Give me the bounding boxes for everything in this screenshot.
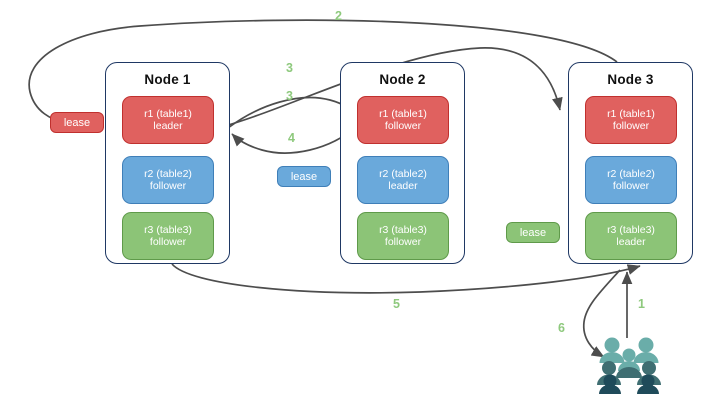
replica-role: follower xyxy=(384,120,422,132)
node-2-replica-r2[interactable]: r2 (table2) leader xyxy=(357,156,449,204)
lease-badge-green[interactable]: lease xyxy=(506,222,560,243)
node-2-container[interactable]: Node 2 r1 (table1) follower r2 (table2) … xyxy=(340,62,465,264)
replica-role: follower xyxy=(612,120,650,132)
replica-role: follower xyxy=(149,236,187,248)
step-label-6: 6 xyxy=(558,321,565,335)
node-3-container[interactable]: Node 3 r1 (table1) follower r2 (table2) … xyxy=(568,62,693,264)
node-1-container[interactable]: Node 1 r1 (table1) leader r2 (table2) fo… xyxy=(105,62,230,264)
replica-name: r2 (table2) xyxy=(144,167,192,180)
replica-name: r2 (table2) xyxy=(607,167,655,180)
step-label-4: 4 xyxy=(288,131,295,145)
node-2-title: Node 2 xyxy=(379,72,426,87)
node-1-replica-r1[interactable]: r1 (table1) leader xyxy=(122,96,214,144)
step-label-3b: 3 xyxy=(286,89,293,103)
users-icon xyxy=(597,337,661,394)
replica-role: follower xyxy=(149,180,187,192)
lease-badge-red[interactable]: lease xyxy=(50,112,104,133)
replica-name: r1 (table1) xyxy=(144,107,192,120)
arrow-step-5 xyxy=(171,263,641,294)
node-1-title: Node 1 xyxy=(144,72,191,87)
replica-name: r3 (table3) xyxy=(144,223,192,236)
replica-role: leader xyxy=(616,236,646,248)
node-3-title: Node 3 xyxy=(607,72,654,87)
replica-name: r3 (table3) xyxy=(607,223,655,236)
replica-role: follower xyxy=(384,236,422,248)
replica-name: r1 (table1) xyxy=(379,107,427,120)
replica-name: r2 (table2) xyxy=(379,167,427,180)
lease-badge-blue[interactable]: lease xyxy=(277,166,331,187)
step-label-3a: 3 xyxy=(286,61,293,75)
replica-role: leader xyxy=(388,180,418,192)
replica-name: r1 (table1) xyxy=(607,107,655,120)
node-2-replica-r3[interactable]: r3 (table3) follower xyxy=(357,212,449,260)
step-label-2: 2 xyxy=(335,9,342,23)
node-3-replica-r2[interactable]: r2 (table2) follower xyxy=(585,156,677,204)
node-1-replica-r3[interactable]: r3 (table3) follower xyxy=(122,212,214,260)
replica-name: r3 (table3) xyxy=(379,223,427,236)
step-label-5: 5 xyxy=(393,297,400,311)
node-1-replica-r2[interactable]: r2 (table2) follower xyxy=(122,156,214,204)
replica-role: leader xyxy=(153,120,183,132)
node-2-replica-r1[interactable]: r1 (table1) follower xyxy=(357,96,449,144)
node-3-replica-r3[interactable]: r3 (table3) leader xyxy=(585,212,677,260)
step-label-1: 1 xyxy=(638,297,645,311)
replica-role: follower xyxy=(612,180,650,192)
node-3-replica-r1[interactable]: r1 (table1) follower xyxy=(585,96,677,144)
